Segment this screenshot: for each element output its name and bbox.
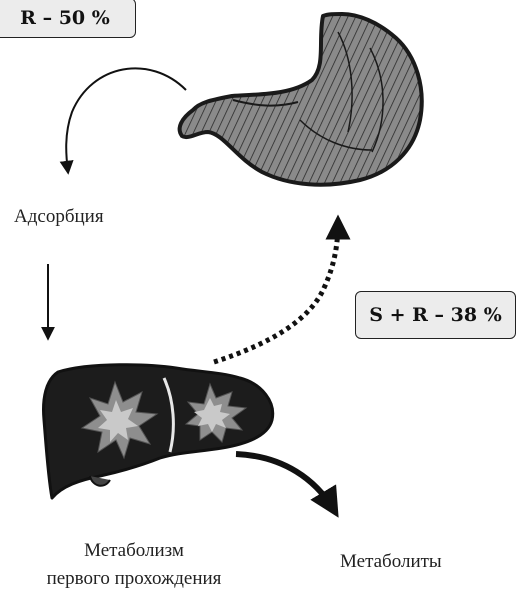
thick-arrow-liver-to-metabolites [236, 454, 334, 510]
first-pass-line-1: Метаболизм [0, 537, 268, 565]
first-pass-ratio-box: S + R – 38 % [355, 291, 516, 339]
dotted-arrow-liver-to-stomach [214, 222, 338, 362]
curved-arrow-stomach-to-absorption [66, 68, 186, 172]
stomach-illustration [180, 14, 422, 185]
first-pass-metabolism-label: Метаболизм первого прохождения [0, 537, 268, 593]
liver-illustration [44, 365, 273, 498]
metabolites-label: Метаболиты [340, 551, 442, 573]
absorption-label: Адсорбция [14, 206, 104, 228]
first-pass-line-2: первого прохождения [0, 565, 268, 593]
stomach-ratio-box: R – 50 % [0, 0, 136, 38]
